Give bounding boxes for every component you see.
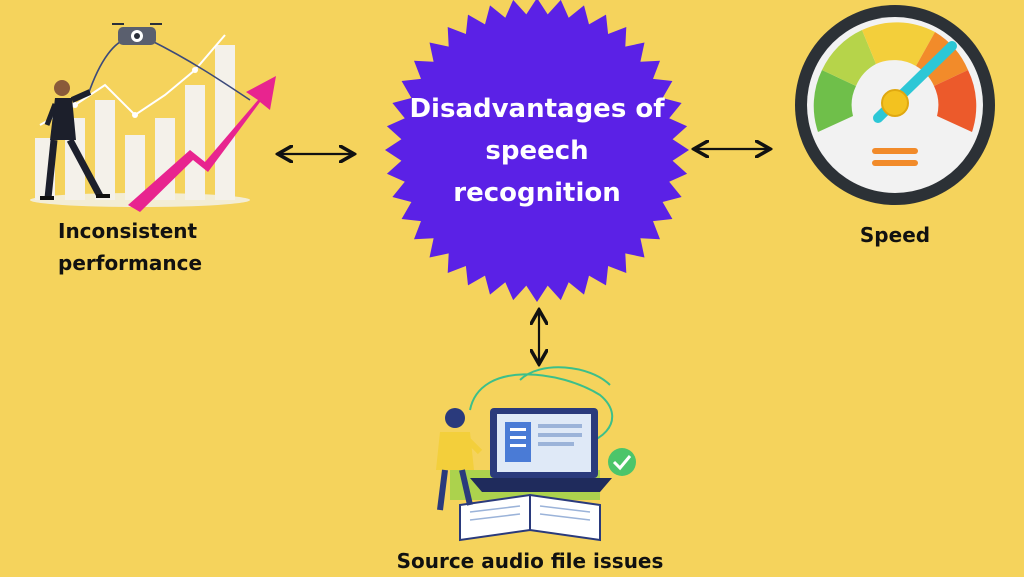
source-audio-file-issues-label: Source audio file issues (396, 549, 664, 573)
left-label-line-1: Inconsistent (58, 219, 198, 243)
laptop-study-icon (436, 366, 636, 542)
inconsistent-performance-label: Inconsistent performance (58, 215, 278, 279)
speed-label: Speed (859, 223, 931, 247)
center-title-line-1: Disadvantages of (409, 94, 665, 124)
left-label-line-2: performance (58, 251, 203, 275)
center-starburst (385, 0, 689, 302)
center-title-line-2: speech (485, 136, 589, 166)
business-growth-chart-icon (30, 23, 276, 212)
center-title: Disadvantages of speech recognition (392, 88, 682, 214)
speedometer-icon (795, 5, 995, 205)
center-title-line-3: recognition (453, 178, 621, 208)
